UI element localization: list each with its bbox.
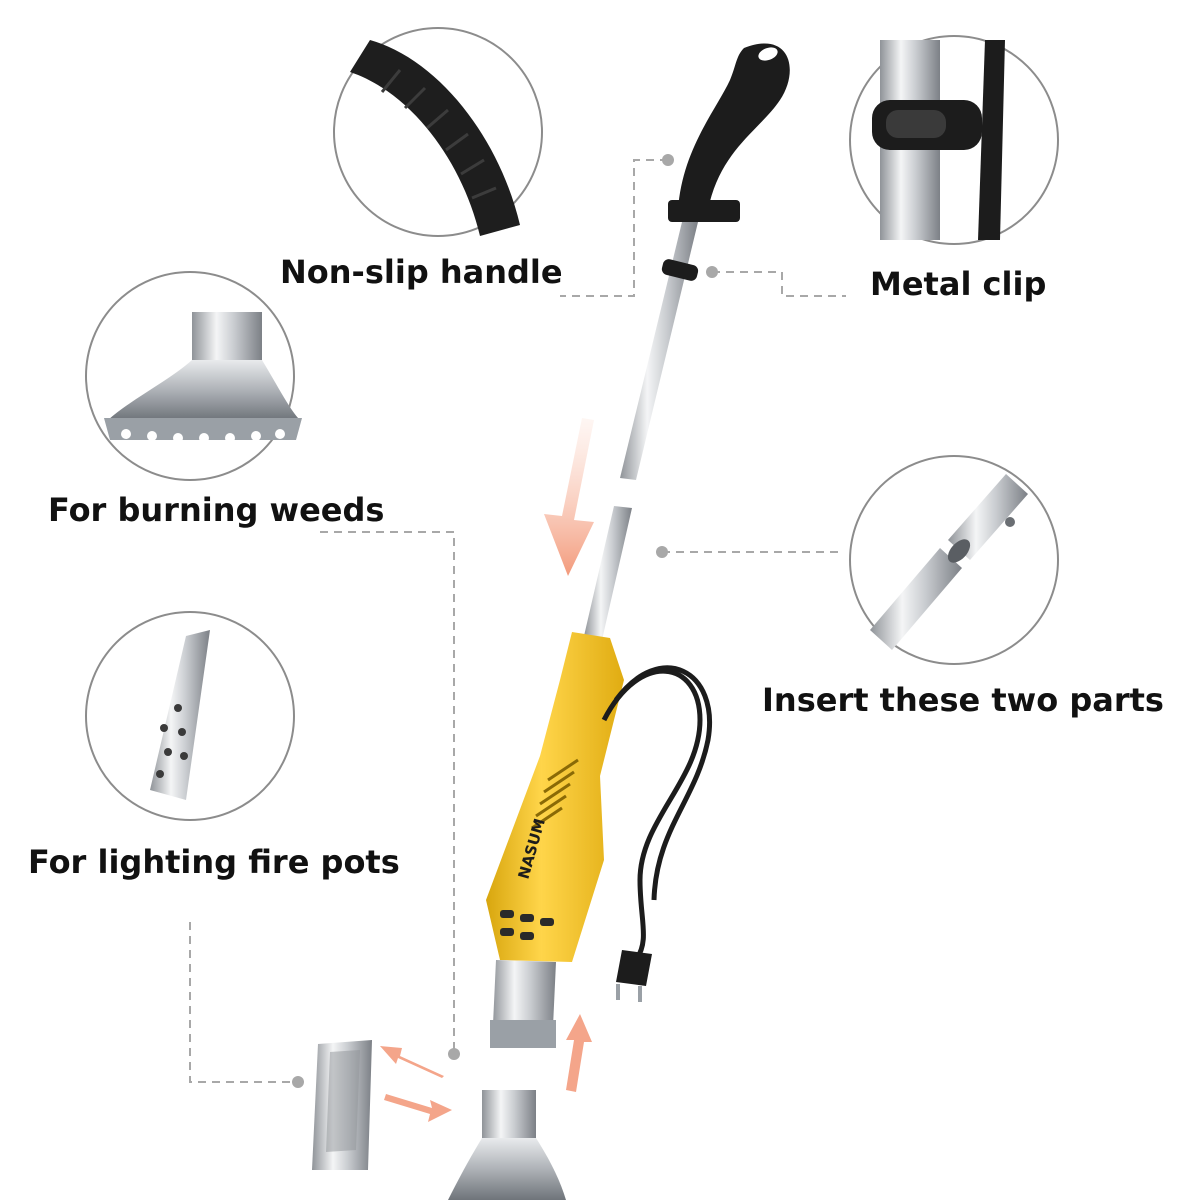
weed-burner-tool: NASUM (486, 43, 790, 1048)
insert-arrow (544, 418, 594, 576)
handle-detail-circle (333, 27, 543, 237)
insert-parts-detail-circle (849, 455, 1059, 665)
insert-parts-label: Insert these two parts (762, 681, 1164, 719)
non-slip-handle-label: Non-slip handle (280, 253, 563, 291)
fire-pot-nozzle-detail-circle (85, 611, 295, 821)
metal-clip-label: Metal clip (870, 265, 1047, 303)
burning-weeds-label: For burning weeds (48, 491, 385, 529)
weed-nozzle-detail-circle (85, 271, 302, 481)
loose-fire-pot-nozzle (312, 1040, 372, 1170)
loose-weed-nozzle (448, 1090, 566, 1200)
clip-detail-circle (849, 35, 1059, 245)
lighting-fire-pots-label: For lighting fire pots (28, 843, 400, 881)
leader-lines (189, 159, 846, 1083)
swap-arrows (380, 1014, 592, 1122)
leader-dots (292, 154, 718, 1088)
